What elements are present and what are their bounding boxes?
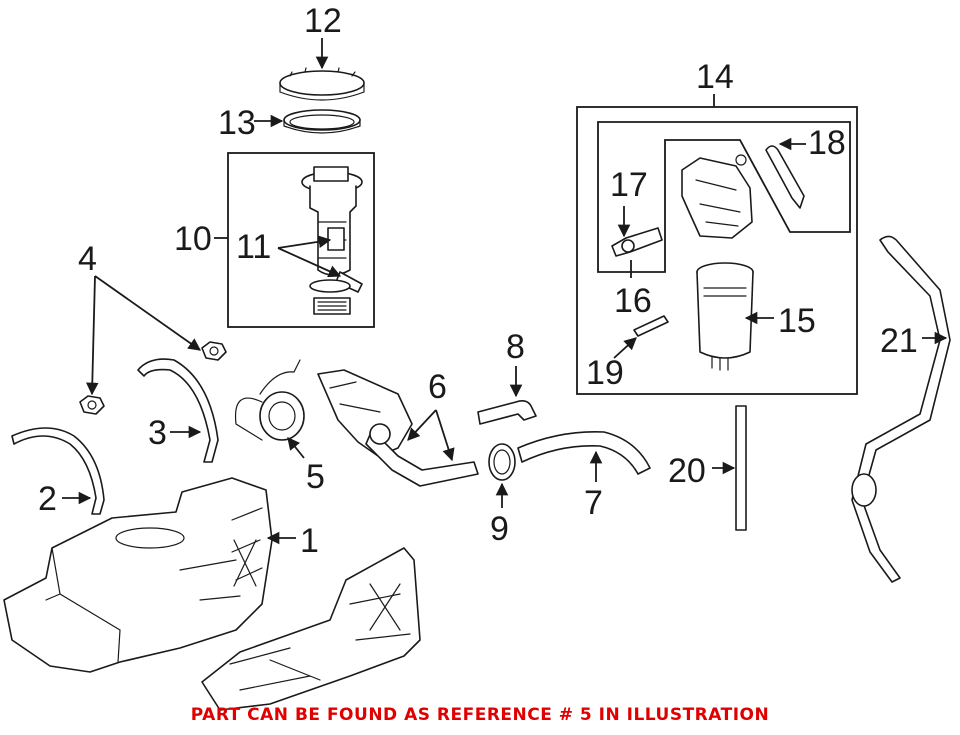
lock-ring-part[interactable]	[279, 67, 365, 101]
callout-4: 4	[78, 240, 97, 278]
sensor-sub-box	[597, 121, 851, 273]
pump-module-box	[227, 152, 375, 328]
pin-part-19[interactable]	[633, 315, 669, 337]
seal-ring-part[interactable]	[283, 109, 361, 134]
callout-19: 19	[586, 354, 624, 392]
callout-5: 5	[306, 458, 325, 496]
leader-lines	[62, 38, 948, 545]
callout-18: 18	[808, 124, 846, 162]
filler-hose-part[interactable]	[517, 431, 651, 475]
strap-part-3[interactable]	[137, 358, 219, 463]
fuel-line-part-21[interactable]	[851, 235, 951, 583]
nut-part-top[interactable]	[201, 341, 227, 361]
callout-3: 3	[148, 414, 167, 452]
tube-part-20[interactable]	[735, 405, 747, 531]
filler-neck-part[interactable]	[317, 369, 479, 487]
callout-16: 16	[614, 282, 652, 320]
skid-plate-part[interactable]	[201, 547, 421, 711]
filter-assembly-box	[576, 106, 858, 395]
sending-unit-part[interactable]	[234, 359, 305, 441]
filter-head-part[interactable]	[681, 154, 753, 239]
callout-1: 1	[300, 522, 319, 560]
callout-14: 14	[696, 58, 734, 96]
callout-13: 13	[218, 104, 256, 142]
callout-12: 12	[304, 2, 342, 40]
nut-part-bottom[interactable]	[79, 395, 105, 415]
callout-8: 8	[506, 328, 525, 366]
sensor-part[interactable]	[611, 227, 663, 257]
reference-note: PART CAN BE FOUND AS REFERENCE # 5 IN IL…	[190, 705, 770, 725]
strap-part-2[interactable]	[11, 427, 105, 515]
callout-21: 21	[880, 322, 918, 360]
hose-part-18[interactable]	[765, 145, 805, 209]
callout-17: 17	[610, 166, 648, 204]
fuel-pump-module-part[interactable]	[301, 166, 363, 315]
callout-7: 7	[584, 484, 603, 522]
callout-9: 9	[490, 510, 509, 548]
hose-part-8[interactable]	[477, 400, 537, 425]
callout-6: 6	[428, 368, 447, 406]
clamp-part-9[interactable]	[488, 443, 516, 481]
callout-15: 15	[778, 302, 816, 340]
fuel-filter-part[interactable]	[696, 262, 754, 371]
callout-10: 10	[174, 220, 212, 258]
callout-2: 2	[38, 480, 57, 518]
callout-20: 20	[668, 452, 706, 490]
callout-11: 11	[236, 228, 271, 266]
